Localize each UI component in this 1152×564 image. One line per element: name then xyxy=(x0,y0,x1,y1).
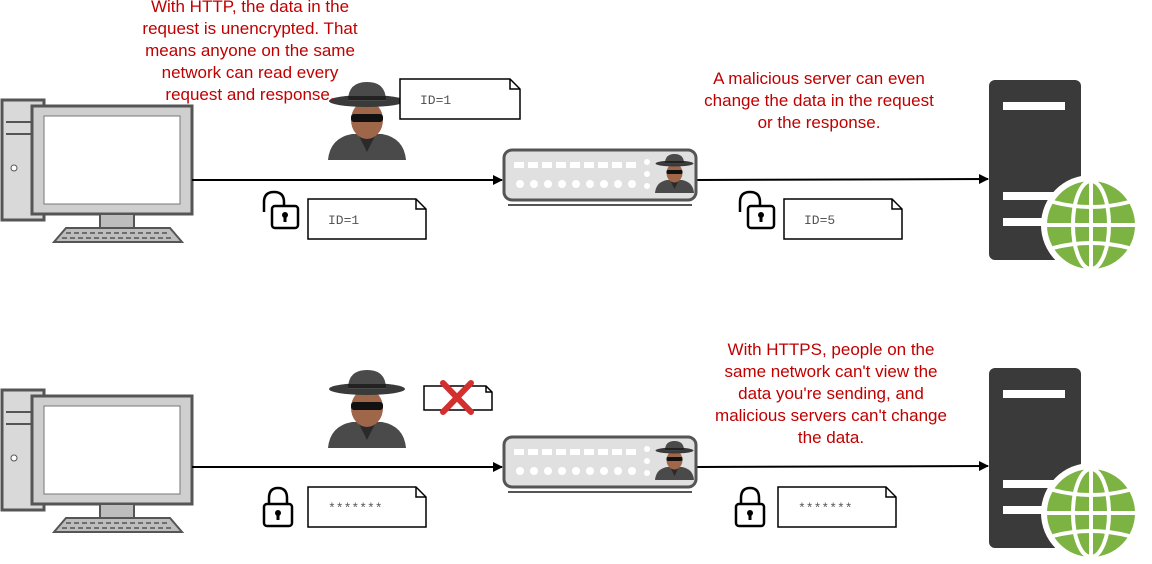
modified-request-doc-text: ID=5 xyxy=(804,213,835,228)
https-row: ******* ******* xyxy=(0,366,1143,564)
encrypted-request-doc: ******* xyxy=(307,486,427,528)
unlocked-padlock-icon-server-side xyxy=(738,190,776,230)
sent-request-doc-text: ID=1 xyxy=(328,213,359,228)
switch-to-server-arrow-https xyxy=(695,461,989,472)
encrypted-forwarded-doc-text: ******* xyxy=(798,501,853,516)
encrypted-forwarded-doc: ******* xyxy=(777,486,897,528)
unreadable-doc-blocked xyxy=(423,380,493,415)
encrypted-request-doc-text: ******* xyxy=(328,501,383,516)
client-computer-icon-https xyxy=(0,388,194,534)
locked-padlock-icon-server-side xyxy=(734,486,766,528)
sniffed-request-doc: ID=1 xyxy=(399,78,521,120)
https-explanation-caption: With HTTPS, people on the same network c… xyxy=(715,340,947,447)
network-switch-icon-https xyxy=(504,437,696,492)
http-row: ID=1 ID=1 ID=5 xyxy=(0,78,1143,277)
sent-request-doc: ID=1 xyxy=(307,198,427,240)
unlocked-padlock-icon xyxy=(262,190,300,230)
switch-to-server-arrow xyxy=(695,174,989,185)
modified-request-doc: ID=5 xyxy=(783,198,903,240)
locked-padlock-icon xyxy=(262,486,294,528)
blocked-hacker-icon xyxy=(328,370,406,448)
malicious-server-caption: A malicious server can even change the d… xyxy=(704,69,934,132)
blocked-x-icon xyxy=(440,380,474,415)
http-explanation-caption: With HTTP, the data in the request is un… xyxy=(142,0,358,104)
sniffed-request-doc-text: ID=1 xyxy=(420,93,451,108)
web-server-icon-https xyxy=(987,366,1143,564)
network-switch-icon xyxy=(504,150,696,205)
web-server-icon xyxy=(987,78,1143,277)
client-computer-icon xyxy=(0,98,194,244)
